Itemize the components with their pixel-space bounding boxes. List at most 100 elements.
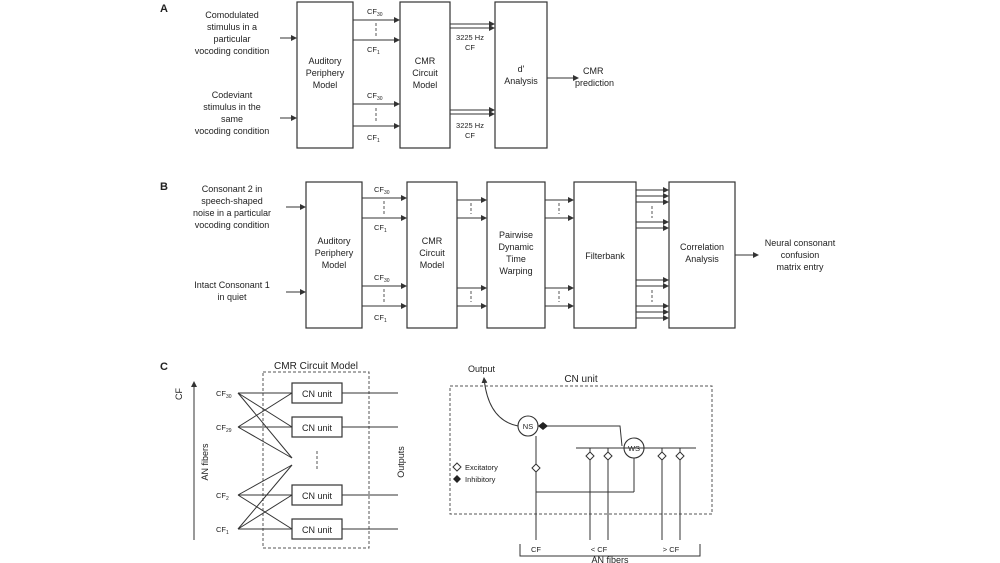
cf-label: CF30 <box>367 7 383 18</box>
cn-unit-label: CN unit <box>302 491 333 501</box>
ns-label: NS <box>523 422 533 431</box>
output-text: matrix entry <box>776 262 824 272</box>
legend-inhibitory: Inhibitory <box>465 475 496 484</box>
text-line: Consonant 2 in <box>202 184 263 194</box>
circuit-model-title: CMR Circuit Model <box>274 361 358 372</box>
panel-b: B Consonant 2 in speech-shaped noise in … <box>160 181 836 329</box>
box-text: Pairwise <box>499 230 533 240</box>
cf-label: CF30 <box>216 389 232 400</box>
output-text: confusion <box>781 250 820 260</box>
an-fibers-bracket <box>519 544 701 557</box>
outputs-label: Outputs <box>396 446 406 478</box>
panel-a-label: A <box>160 3 168 15</box>
text-line: Intact Consonant 1 <box>194 280 270 290</box>
auditory-periphery-box-b <box>305 181 363 329</box>
box-text: Circuit <box>412 68 438 78</box>
circuit-model-frame <box>262 371 370 549</box>
cmr-circuit-box-b <box>406 181 458 329</box>
box-text: Auditory <box>317 236 351 246</box>
cn-unit-title: CN unit <box>564 374 598 385</box>
panel-c-cn-unit: CN unit Output NS WS <box>449 364 713 563</box>
box-text: Model <box>322 260 347 270</box>
box-text: CMR <box>422 236 443 246</box>
cf-label: CF1 <box>367 133 380 144</box>
box-text: Warping <box>499 266 532 276</box>
panel-b-channels-1: CF30 CF1 CF30 CF1 <box>362 185 407 324</box>
an-fibers-bottom-label: AN fibers <box>591 555 629 563</box>
cf-label: CF2 <box>216 491 229 502</box>
output-lines <box>342 392 398 530</box>
fan-connections <box>237 392 293 530</box>
cf-label: CF1 <box>374 313 387 324</box>
inhibitory-legend-marker <box>453 475 461 483</box>
legend-excitatory: Excitatory <box>465 463 498 472</box>
box-text: Analysis <box>504 76 538 86</box>
dynamic-time-warping-box <box>486 181 546 329</box>
box-text: Model <box>420 260 445 270</box>
cmr-circuit-box-a <box>399 1 451 149</box>
cn-unit-label: CN unit <box>302 389 333 399</box>
panel-b-channels-3 <box>545 197 574 309</box>
cf-label: CF30 <box>374 273 390 284</box>
box-text: CMR <box>415 56 436 66</box>
hz-label: 3225 Hz <box>456 33 484 42</box>
box-text: Filterbank <box>585 251 625 261</box>
text-line: vocoding condition <box>195 126 270 136</box>
cn-unit-frame <box>449 385 713 515</box>
panel-a-channels-2: 3225 Hz CF 3225 Hz CF <box>450 21 495 140</box>
hz-label: 3225 Hz <box>456 121 484 130</box>
an-fiber-inputs <box>531 436 685 540</box>
panel-a-input-2: Codeviant stimulus in the same vocoding … <box>195 90 270 136</box>
box-text: Model <box>313 80 338 90</box>
output-arrow <box>481 377 519 427</box>
d-prime-analysis-box <box>494 1 548 149</box>
cf-label: CF1 <box>374 223 387 234</box>
correlation-analysis-box <box>668 181 736 329</box>
text-line: speech-shaped <box>201 196 263 206</box>
gt-cf-label: > CF <box>663 545 680 554</box>
text-line: Codeviant <box>212 90 253 100</box>
text-line: same <box>221 114 243 124</box>
panel-a-input-1: Comodulated stimulus in a particular voc… <box>195 10 270 56</box>
text-line: noise in a particular <box>193 208 271 218</box>
text-line: stimulus in a <box>207 22 257 32</box>
filterbank-box <box>573 181 637 329</box>
output-text: Output <box>468 364 496 374</box>
cf-label: CF30 <box>374 185 390 196</box>
panel-b-input-1: Consonant 2 in speech-shaped noise in a … <box>193 184 271 230</box>
box-text: Time <box>506 254 526 264</box>
box-text: Periphery <box>306 68 345 78</box>
cf-bottom-label: CF <box>531 545 541 554</box>
hz-label: CF <box>465 131 475 140</box>
panel-b-channels-2 <box>457 197 487 309</box>
text-line: particular <box>213 34 250 44</box>
box-text: Auditory <box>308 56 342 66</box>
cf-label: CF1 <box>216 525 229 536</box>
inhibitory-line <box>542 425 623 447</box>
output-text: CMR <box>583 66 604 76</box>
cf-label: CF1 <box>367 45 380 56</box>
box-text: Model <box>413 80 438 90</box>
text-line: vocoding condition <box>195 46 270 56</box>
panel-c-label: C <box>160 361 168 373</box>
cf-axis-label: CF <box>174 388 184 400</box>
panel-c-circuit-model: C CF AN fibers CMR Circuit Model CF30 CF… <box>160 361 406 549</box>
inhibitory-marker <box>538 422 548 430</box>
box-text: Analysis <box>685 254 719 264</box>
panel-a: A Comodulated stimulus in a particular v… <box>160 1 614 149</box>
hz-label: CF <box>465 43 475 52</box>
excitatory-marker <box>452 462 462 472</box>
cf-label: CF29 <box>216 423 232 434</box>
box-text: Correlation <box>680 242 724 252</box>
cn-unit-label: CN unit <box>302 525 333 535</box>
panel-b-channels-4 <box>636 187 669 321</box>
output-text: Neural consonant <box>765 238 836 248</box>
text-line: in quiet <box>217 292 247 302</box>
panel-b-input-2: Intact Consonant 1 in quiet <box>194 280 270 302</box>
box-text: Dynamic <box>498 242 534 252</box>
an-fibers-label: AN fibers <box>200 443 210 481</box>
panel-a-channels-1: CF30 CF1 CF30 CF1 <box>353 7 400 144</box>
box-text: Circuit <box>419 248 445 258</box>
text-line: vocoding condition <box>195 220 270 230</box>
